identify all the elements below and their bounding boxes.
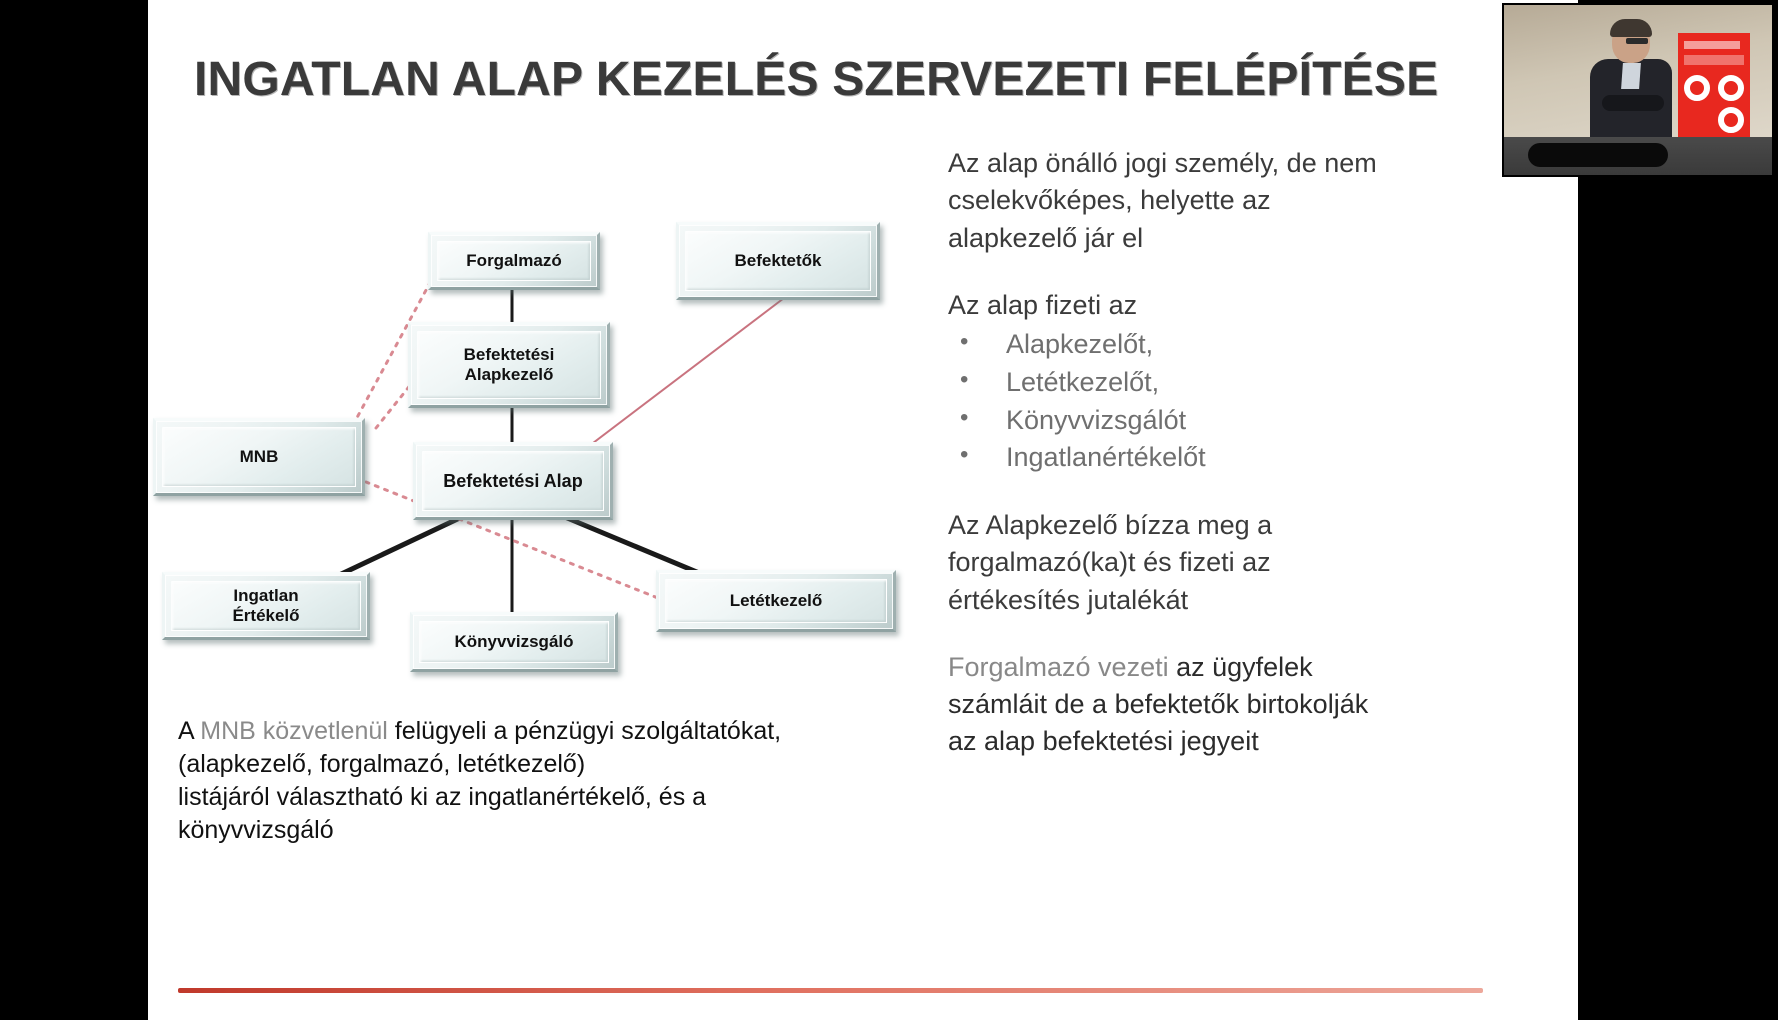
banner-ring-icon xyxy=(1718,75,1744,101)
webcam-name-bar xyxy=(1528,143,1668,167)
left-paragraph-line2: (alapkezelő, forgalmazó, letétkezelő) xyxy=(178,750,586,778)
node-letetkezelo-label: Letétkezelő xyxy=(729,591,823,611)
node-forgalmazo-label: Forgalmazó xyxy=(466,251,562,271)
node-mnb[interactable]: MNB xyxy=(153,418,365,496)
webcam-red-banner xyxy=(1678,33,1750,141)
bullet-icon: • xyxy=(960,441,969,469)
list-item-label: Alapkezelőt, xyxy=(1006,329,1154,359)
list-item-label: Letétkezelőt, xyxy=(1006,366,1160,397)
banner-text-block-bottom xyxy=(1684,55,1744,65)
node-forgalmazo[interactable]: Forgalmazó xyxy=(428,232,600,290)
presenter-crossed-arms xyxy=(1602,95,1664,111)
right-block-4-a: Forgalmazó vezeti xyxy=(948,651,1177,682)
right-block-2-heading: Az alap fizeti az xyxy=(948,289,1138,320)
list-item: • Könyvvizsgálót xyxy=(948,402,1378,440)
node-ingatlan-ertekelo-label-line1: Ingatlan xyxy=(233,586,299,606)
presenter-hair xyxy=(1610,19,1652,37)
accent-rule xyxy=(178,988,1483,993)
node-befektetok-label: Befektetők xyxy=(734,251,822,271)
node-letetkezelo[interactable]: Letétkezelő xyxy=(656,570,896,632)
right-block-1: Az alap önálló jogi személy, de nem csel… xyxy=(948,148,1377,253)
left-paragraph-line1: A MNB közvetlenül felügyeli a pénzügyi s… xyxy=(178,715,938,748)
list-item: • Letétkezelőt, xyxy=(948,364,1378,402)
node-befektetok[interactable]: Befektetők xyxy=(676,222,880,300)
list-item: • Alapkezelőt, xyxy=(948,326,1378,364)
left-paragraph-line4: könyvvizsgáló xyxy=(178,816,334,844)
left-paragraph-line1-a: A xyxy=(178,717,201,745)
presentation-slide: INGATLAN ALAP KEZELÉS SZERVEZETI FELÉPÍT… xyxy=(148,0,1578,1020)
webcam-presenter xyxy=(1584,19,1676,137)
left-paragraph-line3: listájáról választható ki az ingatlanért… xyxy=(178,783,707,811)
node-ingatlan-ertekelo[interactable]: Ingatlan Értékelő xyxy=(162,572,370,640)
presenter-glasses-icon xyxy=(1626,38,1648,44)
org-chart-diagram: Forgalmazó Befektetők Befektetési Alapke… xyxy=(148,190,1048,690)
diagram-connectors xyxy=(316,266,789,620)
node-konyvvizsgalo-label: Könyvvizsgáló xyxy=(454,632,574,652)
right-block-2: Az alap fizeti az • Alapkezelőt, • Letét… xyxy=(948,287,1378,477)
node-konyvvizsgalo[interactable]: Könyvvizsgáló xyxy=(410,612,618,672)
node-befektetesi-alapkezelo-label-line1: Befektetési xyxy=(463,345,555,365)
node-befektetesi-alapkezelo-label-line2: Alapkezelő xyxy=(464,365,554,384)
right-block-4-b: az ügyfelek számláit de a befektetők bir… xyxy=(948,651,1369,757)
right-block-2-list: • Alapkezelőt, • Letétkezelőt, • Könyvvi… xyxy=(948,326,1378,477)
node-befektetesi-alap[interactable]: Befektetési Alap xyxy=(413,442,613,520)
right-block-3: Az Alapkezelő bízza meg a forgalmazó(ka)… xyxy=(948,510,1273,615)
node-befektetesi-alap-label: Befektetési Alap xyxy=(443,470,583,491)
bullet-icon: • xyxy=(960,365,969,393)
webcam-desk xyxy=(1504,137,1772,175)
right-text-column: Az alap önálló jogi személy, de nem csel… xyxy=(948,145,1378,761)
page-title: INGATLAN ALAP KEZELÉS SZERVEZETI FELÉPÍT… xyxy=(194,53,1439,106)
node-befektetesi-alapkezelo[interactable]: Befektetési Alapkezelő xyxy=(408,322,610,408)
presenter-shirt xyxy=(1621,63,1641,89)
node-mnb-label: MNB xyxy=(239,447,279,467)
list-item: • Ingatlanértékelőt xyxy=(948,439,1378,477)
node-ingatlan-ertekelo-label-line2: Értékelő xyxy=(232,606,300,625)
bullet-icon: • xyxy=(960,328,969,355)
list-item-label: Könyvvizsgálót xyxy=(1006,404,1187,435)
banner-text-block-top xyxy=(1684,41,1740,49)
webcam-overlay[interactable] xyxy=(1504,5,1772,175)
list-item-label: Ingatlanértékelőt xyxy=(1006,442,1206,473)
right-block-4: Forgalmazó vezeti az ügyfelek számláit d… xyxy=(948,649,1378,761)
banner-ring-icon xyxy=(1684,75,1710,101)
banner-ring-icon xyxy=(1718,107,1744,133)
left-paragraph: A MNB közvetlenül felügyeli a pénzügyi s… xyxy=(178,715,938,847)
bullet-icon: • xyxy=(960,403,969,431)
left-paragraph-line1-b: MNB közvetlenül xyxy=(200,717,388,745)
left-paragraph-line1-c: felügyeli a pénzügyi szolgáltatókat, xyxy=(387,717,782,745)
